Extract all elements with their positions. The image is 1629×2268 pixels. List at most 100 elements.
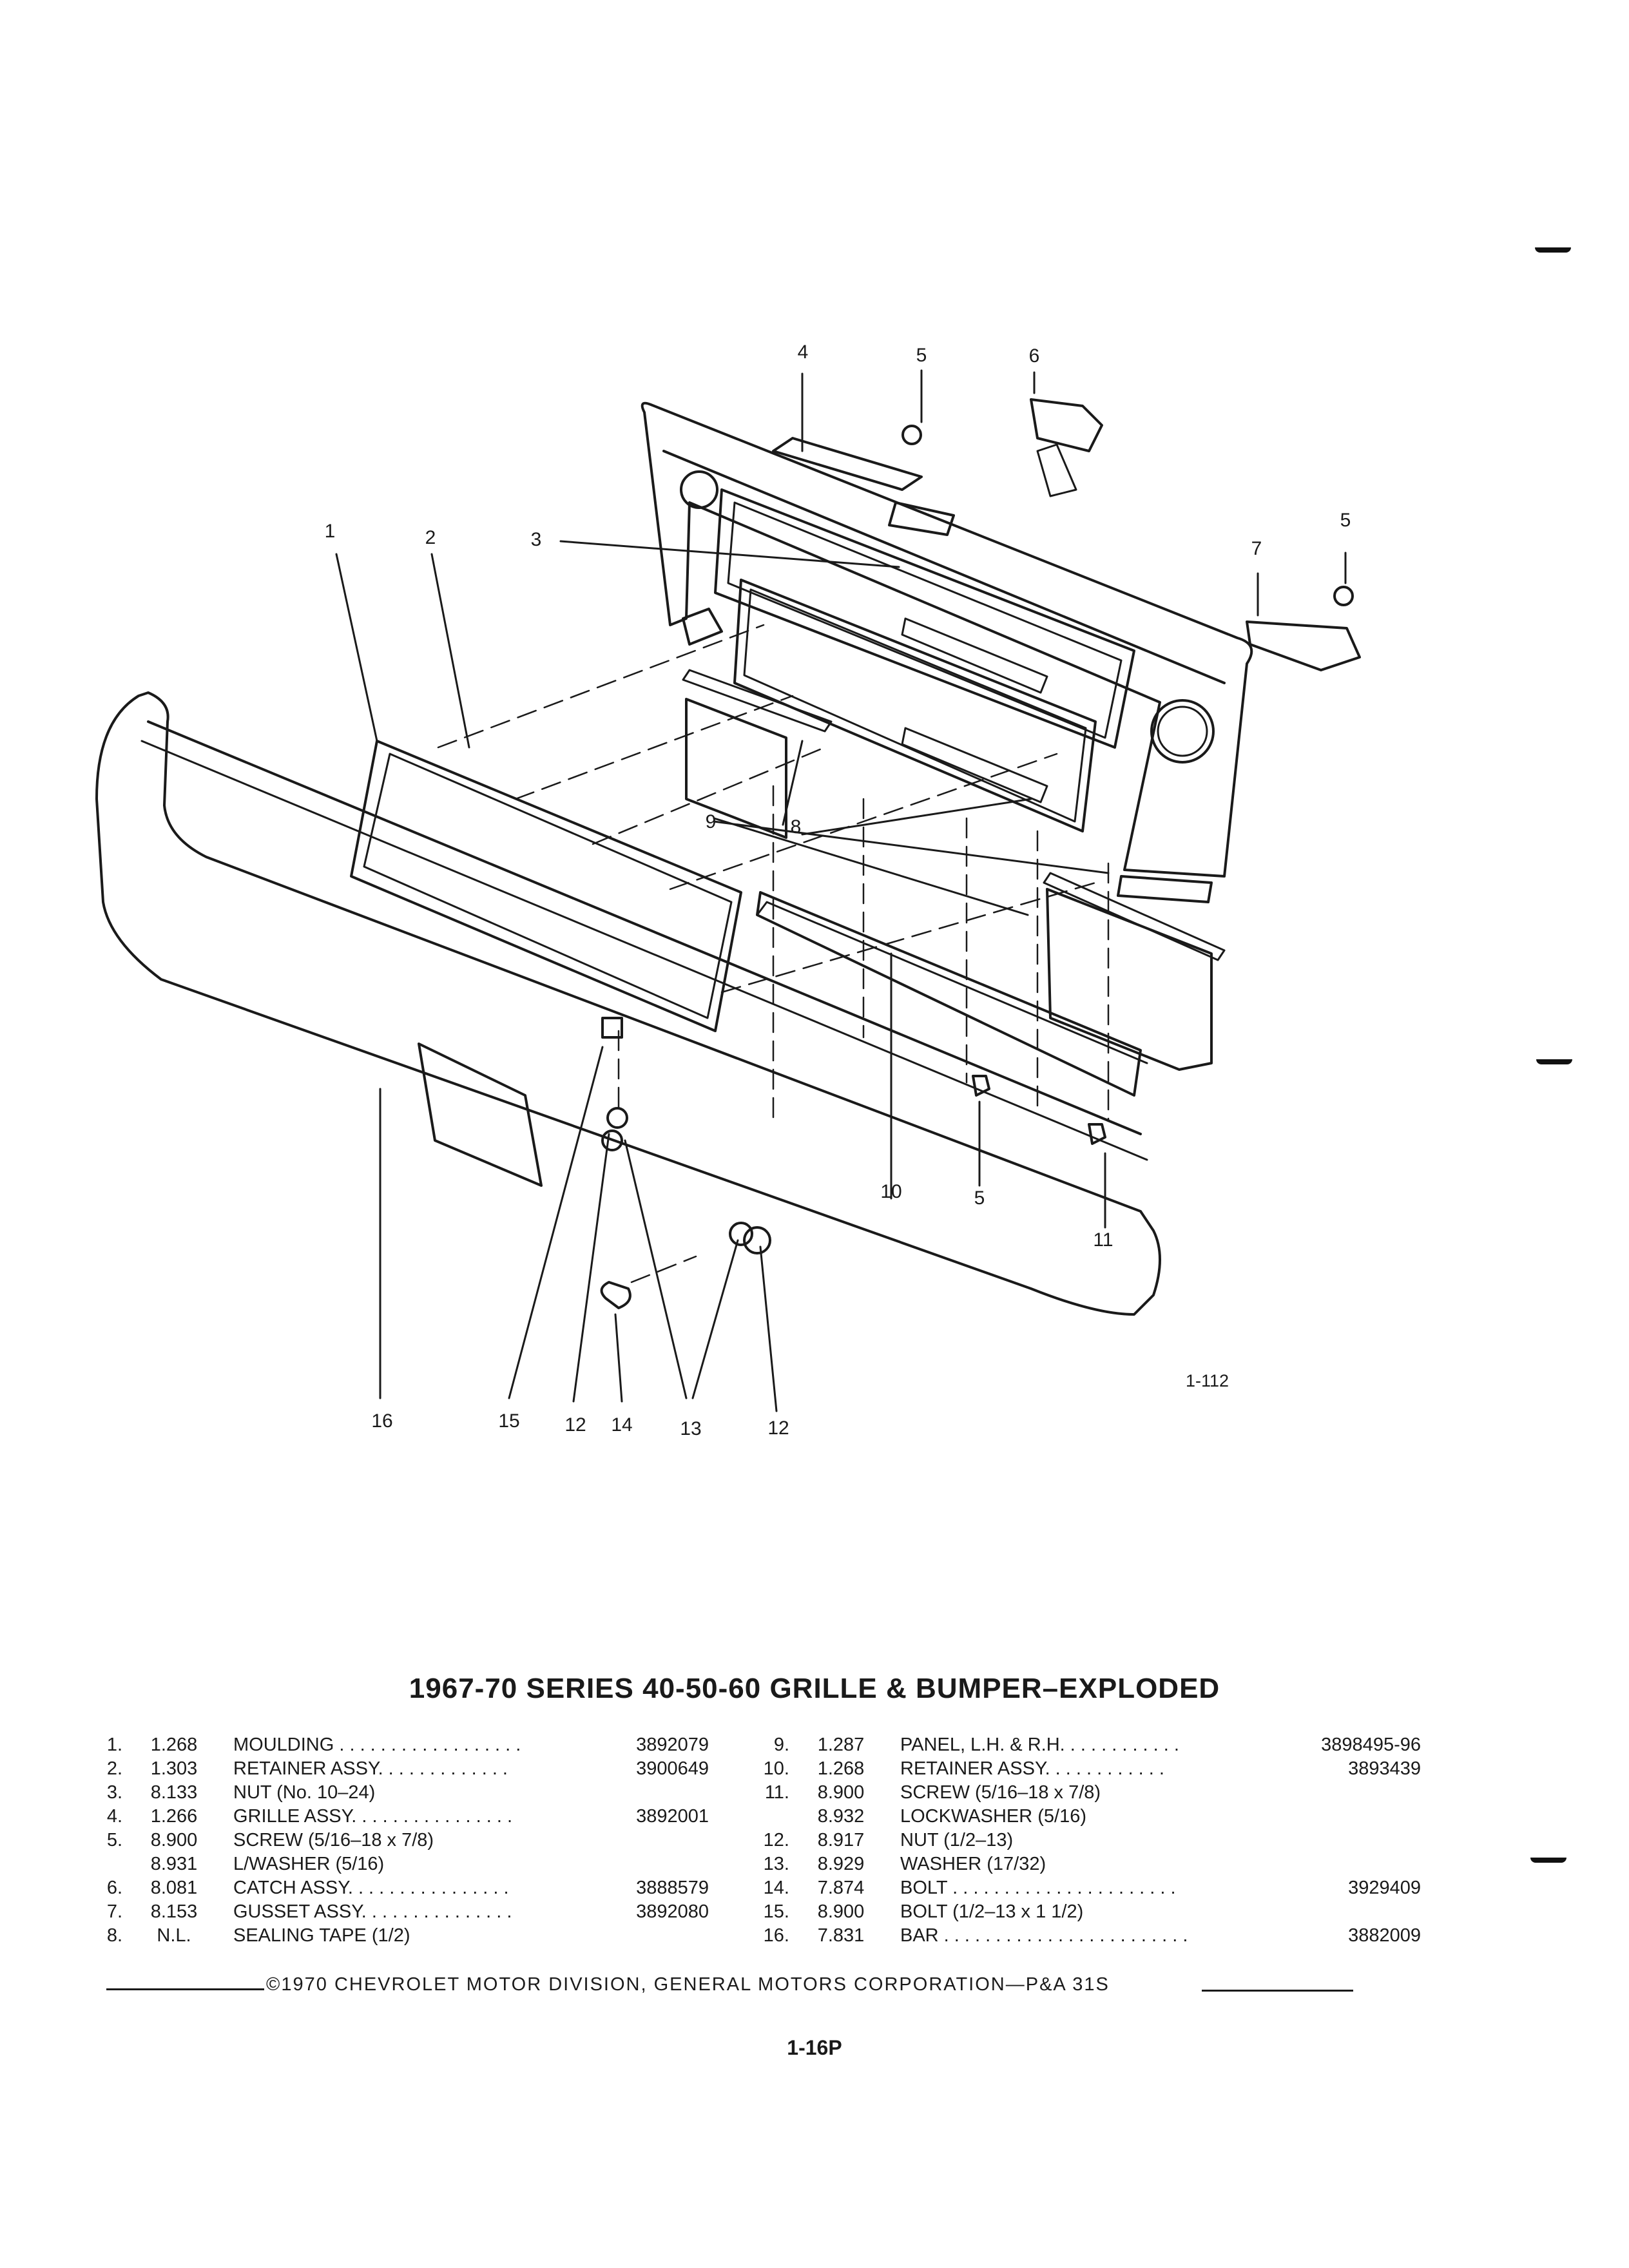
part-description: PANEL, L.H. & R.H. . . . . . . . . . . . [900,1735,1179,1755]
part-description: GUSSET ASSY. . . . . . . . . . . . . . . [233,1901,512,1922]
part-number-index: 12. [763,1830,789,1850]
callout-8: 8 [790,816,802,838]
part-group-code: 1.268 [817,1758,865,1779]
part-group-code: N.L. [157,1925,191,1946]
callout-9: 9 [705,811,717,832]
part-number-index: 9. [773,1735,789,1755]
part-group-code: 8.932 [817,1806,865,1827]
part-number: 3893439 [1348,1758,1421,1779]
copyright-text: ©1970 CHEVROLET MOTOR DIVISION, GENERAL … [266,1974,1110,1995]
parts-row: 2. 1.303 RETAINER ASSY. . . . . . . . . . … [90,1757,709,1781]
figure-code: 1-112 [1186,1371,1229,1390]
parts-row: 16. 7.831 BAR . . . . . . . . . . . . . . … [757,1924,1421,1948]
parts-row: 8.932 LOCKWASHER (5/16) [757,1805,1421,1829]
part-group-code: 1.303 [150,1758,198,1779]
parts-row: 6. 8.081 CATCH ASSY. . . . . . . . . . . .… [90,1876,709,1900]
callout-3: 3 [530,529,542,550]
parts-row: 13. 8.929 WASHER (17/32) [757,1852,1421,1876]
callout-13: 13 [680,1418,702,1439]
part-description: SCREW (5/16–18 x 7/8) [900,1782,1101,1803]
part-group-code: 8.900 [817,1901,865,1922]
part-description: BAR . . . . . . . . . . . . . . . . . . … [900,1925,1188,1946]
part-number: 3892079 [636,1735,709,1755]
part-number-index: 13. [763,1854,789,1874]
part-number-index: 4. [106,1806,122,1827]
footer-rule-right [1202,1990,1353,1992]
part-description: RETAINER ASSY. . . . . . . . . . . . [900,1758,1164,1779]
callout-12-left: 12 [564,1414,586,1436]
part-number: 3900649 [636,1758,709,1779]
callout-5-right: 5 [1340,510,1351,531]
callout-14: 14 [611,1414,633,1436]
part-description: BOLT (1/2–13 x 1 1/2) [900,1901,1084,1922]
grille-assembly-drawing [641,401,1253,903]
part-group-code: 8.133 [150,1782,198,1803]
parts-row: 1. 1.268 MOULDING . . . . . . . . . . . . … [90,1733,709,1757]
parts-list-right: 9. 1.287 PANEL, L.H. & R.H. . . . . . . . … [757,1733,1421,1948]
bumper-bar-drawing [95,691,1161,1316]
part-group-code: 1.268 [150,1735,198,1755]
parts-row: 14. 7.874 BOLT . . . . . . . . . . . . . .… [757,1876,1421,1900]
parts-row: 10. 1.268 RETAINER ASSY. . . . . . . . . .… [757,1757,1421,1781]
callout-11: 11 [1093,1229,1113,1251]
part-number-index: 8. [106,1925,122,1946]
part-description: NUT (No. 10–24) [233,1782,376,1803]
part-group-code: 8.929 [817,1854,865,1874]
part-number-index: 16. [763,1925,789,1946]
callout-1: 1 [324,521,336,542]
callout-12-right: 12 [767,1418,789,1439]
grille-bumper-illustration [95,369,1361,1412]
parts-row: 12. 8.917 NUT (1/2–13) [757,1829,1421,1852]
part-description: RETAINER ASSY. . . . . . . . . . . . . [233,1758,508,1779]
part-group-code: 8.931 [150,1854,198,1874]
part-group-code: 7.831 [817,1925,865,1946]
part-group-code: 8.917 [817,1830,865,1850]
parts-row: 15. 8.900 BOLT (1/2–13 x 1 1/2) [757,1900,1421,1924]
callout-16: 16 [371,1410,393,1432]
part-number-index: 15. [763,1901,789,1922]
binder-mark [1530,1858,1566,1863]
part-number-index: 10. [763,1758,789,1779]
part-number: 3892001 [636,1806,709,1827]
parts-list-left: 1. 1.268 MOULDING . . . . . . . . . . . . … [90,1733,709,1948]
part-number-index: 3. [106,1782,122,1803]
part-group-code: 8.081 [150,1878,198,1898]
part-description: MOULDING . . . . . . . . . . . . . . . .… [233,1735,521,1755]
part-number-index: 1. [106,1735,122,1755]
part-number: 3892080 [636,1901,709,1922]
parts-row: 9. 1.287 PANEL, L.H. & R.H. . . . . . . . … [757,1733,1421,1757]
part-number-index: 6. [106,1878,122,1898]
part-description: LOCKWASHER (5/16) [900,1806,1086,1827]
part-description: WASHER (17/32) [900,1854,1046,1874]
binder-mark [1536,1059,1572,1064]
part-group-code: 7.874 [817,1878,865,1898]
parts-row: 8. N.L. SEALING TAPE (1/2) [90,1924,709,1948]
part-description: NUT (1/2–13) [900,1830,1014,1850]
part-group-code: 8.153 [150,1901,198,1922]
part-number-index: 7. [106,1901,122,1922]
callout-15: 15 [498,1410,520,1432]
callout-10: 10 [880,1181,902,1202]
exploded-diagram: 1 2 3 4 5 6 5 7 9 8 10 5 11 16 15 12 14 … [95,341,1361,1439]
callout-5-top: 5 [916,345,927,366]
part-description: BOLT . . . . . . . . . . . . . . . . . .… [900,1878,1176,1898]
callout-2: 2 [425,527,436,548]
part-group-code: 1.287 [817,1735,865,1755]
parts-row: 8.931 L/WASHER (5/16) [90,1852,709,1876]
footer-rule-left [106,1988,264,1990]
part-number: 3882009 [1348,1925,1421,1946]
part-number: 3888579 [636,1878,709,1898]
part-description: CATCH ASSY. . . . . . . . . . . . . . . … [233,1878,509,1898]
part-group-code: 8.900 [817,1782,865,1803]
part-number-index: 2. [106,1758,122,1779]
part-number-index: 14. [763,1878,789,1898]
part-description: L/WASHER (5/16) [233,1854,385,1874]
part-description: SEALING TAPE (1/2) [233,1925,410,1946]
part-number: 3929409 [1348,1878,1421,1898]
parts-row: 3. 8.133 NUT (No. 10–24) [90,1781,709,1805]
part-number-index: 5. [106,1830,122,1850]
callout-7: 7 [1251,538,1262,559]
callout-4: 4 [797,341,809,363]
